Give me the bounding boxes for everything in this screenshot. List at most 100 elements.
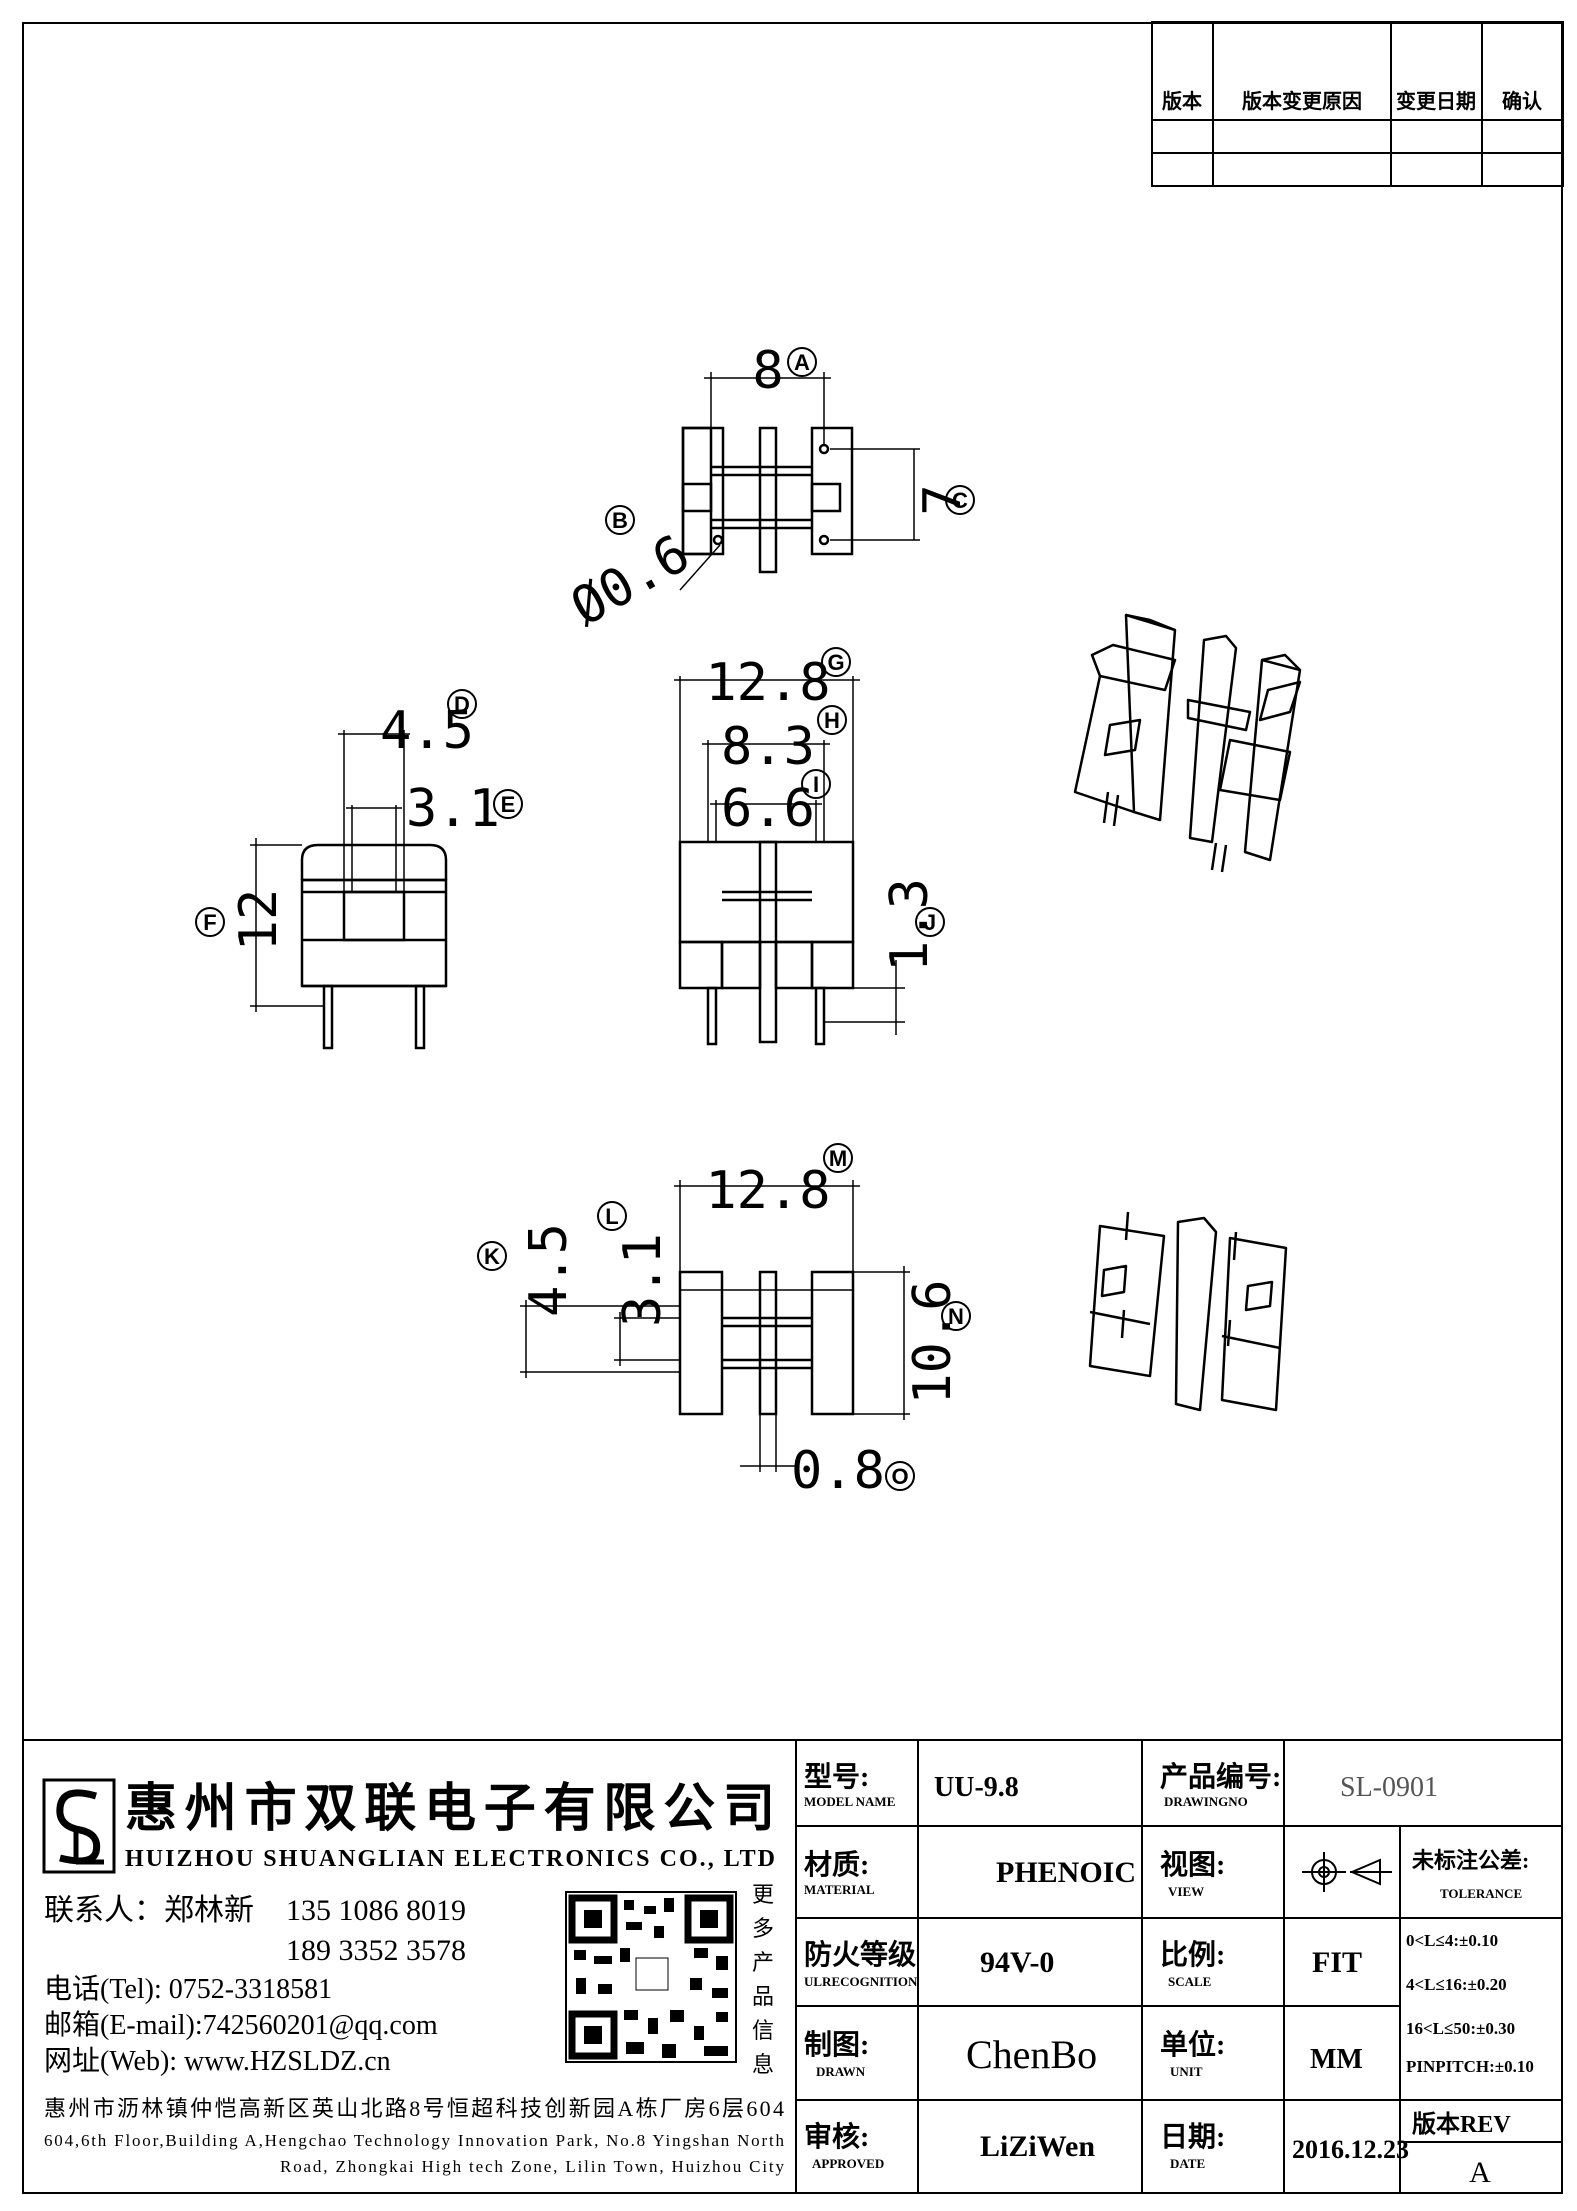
rev-header-confirm: 确认 — [1502, 89, 1543, 113]
address-en-2: Road, Zhongkai High tech Zone, Lilin Tow… — [280, 2157, 785, 2176]
dim-e-value: 3.1 — [406, 779, 500, 839]
unit-sublabel: UNIT — [1170, 2064, 1203, 2079]
drawn-value: ChenBo — [966, 2032, 1097, 2077]
dim-h-balloon — [817, 705, 847, 735]
dim-k-balloon — [477, 1241, 507, 1271]
dim-k-ref: K — [484, 1244, 500, 1269]
approved-sublabel: APPROVED — [812, 2156, 884, 2171]
drawing-no-label: 产品编号: — [1160, 1760, 1281, 1793]
dim-j-value: 1.3 — [880, 878, 940, 972]
drawing-no-value: SL-0901 — [1340, 1772, 1438, 1803]
svg-text:息: 息 — [752, 2052, 774, 2077]
svg-text:品: 品 — [752, 1984, 774, 2009]
contact-tel: 电话(Tel): 0752-3318581 — [44, 1973, 332, 2005]
svg-text:更: 更 — [752, 1882, 774, 1907]
dim-l-value: 3.1 — [613, 1233, 673, 1327]
isometric-view-top — [1073, 613, 1302, 873]
qr-code — [565, 1891, 737, 2063]
dim-n-value: 10.6 — [903, 1279, 963, 1404]
drawing-no-sublabel: DRAWINGNO — [1164, 1794, 1248, 1809]
address-cn: 惠州市沥林镇仲恺高新区英山北路8号恒超科技创新园A栋厂房6层604 — [44, 2096, 784, 2121]
dim-l-ref: L — [605, 1204, 618, 1229]
dim-i-balloon — [801, 769, 831, 799]
contact-phone-1: 135 1086 8019 — [286, 1894, 466, 1927]
drawn-sublabel: DRAWN — [816, 2064, 866, 2079]
dim-a-value: 8 — [752, 341, 783, 401]
dim-e-ref: E — [501, 792, 516, 817]
material-value: PHENOIC — [996, 1856, 1136, 1889]
dim-k-value: 4.5 — [519, 1223, 579, 1317]
projection-symbol — [1302, 1852, 1392, 1892]
scale-value: FIT — [1312, 1946, 1362, 1979]
isometric-view-bottom — [1088, 1211, 1288, 1412]
dim-a-ref: A — [794, 350, 810, 375]
tolerance-row-2: 4<L≤16:±0.20 — [1406, 1975, 1507, 1994]
fire-rating-sublabel: ULRECOGNITION — [804, 1974, 918, 1989]
dim-j-ref: J — [924, 910, 936, 935]
top-view — [679, 372, 920, 591]
side-view — [250, 730, 448, 1050]
scale-label: 比例: — [1160, 1939, 1225, 1971]
date-sublabel: DATE — [1170, 2156, 1205, 2171]
revision-label: 版本REV — [1412, 2111, 1511, 2138]
dim-c-ref: C — [952, 488, 968, 513]
date-value: 2016.12.23 — [1292, 2135, 1409, 2164]
dim-b-balloon — [605, 505, 635, 535]
model-value: UU-9.8 — [934, 1772, 1019, 1803]
contact-person: 联系人：郑林新 — [44, 1894, 254, 1927]
dim-c-value: 7 — [913, 484, 973, 515]
dim-b-ref: B — [612, 508, 628, 533]
dim-a-balloon — [787, 347, 817, 377]
view-sublabel: VIEW — [1168, 1884, 1204, 1899]
svg-text:多: 多 — [752, 1916, 774, 1941]
dim-e-balloon — [493, 789, 523, 819]
bottom-view — [520, 1180, 910, 1472]
dim-n-balloon — [941, 1301, 971, 1331]
approved-value: LiZiWen — [980, 2130, 1095, 2163]
company-logo — [42, 1778, 116, 1874]
dim-c-balloon — [945, 485, 975, 515]
unit-value: MM — [1310, 2044, 1363, 2075]
dim-g-balloon — [821, 647, 851, 677]
dim-h-ref: H — [824, 708, 840, 733]
dim-o-ref: O — [891, 1464, 908, 1489]
dim-j-balloon — [915, 907, 945, 937]
svg-text:产: 产 — [752, 1950, 774, 1975]
title-block-grid — [795, 1740, 1563, 2194]
company-name-en: HUIZHOU SHUANGLIAN ELECTRONICS CO., LTD — [125, 1846, 775, 1872]
revision-value: A — [1469, 2156, 1491, 2189]
contact-phone-2: 189 3352 3578 — [286, 1934, 466, 1967]
dim-h-value: 8.3 — [721, 717, 815, 777]
view-label: 视图: — [1160, 1849, 1225, 1881]
rev-header-version: 版本 — [1162, 89, 1202, 113]
dim-o-balloon — [885, 1461, 915, 1491]
dim-i-ref: I — [813, 772, 819, 797]
rev-header-date: 变更日期 — [1396, 89, 1476, 113]
tolerance-row-4: PINPITCH:±0.10 — [1406, 2057, 1534, 2076]
dim-f-ref: F — [203, 910, 216, 935]
contact-website: 网址(Web): www.HZSLDZ.cn — [44, 2045, 391, 2077]
dim-m-balloon — [823, 1143, 853, 1173]
revision-table — [1151, 21, 1564, 187]
dim-d-value: 4.5 — [380, 701, 474, 761]
tolerance-label: 未标注公差: — [1412, 1848, 1529, 1873]
fire-rating-value: 94V-0 — [980, 1946, 1054, 1979]
front-view — [674, 676, 905, 1046]
dim-g-ref: G — [827, 650, 844, 675]
approved-label: 审核: — [804, 2120, 869, 2153]
dim-l-balloon — [597, 1201, 627, 1231]
dim-o-value: 0.8 — [791, 1441, 885, 1501]
tolerance-row-3: 16<L≤50:±0.30 — [1406, 2019, 1515, 2038]
dim-f-value: 12 — [229, 889, 289, 952]
company-name-cn: 惠州市双联电子有限公司 — [125, 1780, 775, 1838]
svg-text:信: 信 — [752, 2018, 774, 2043]
dim-n-ref: N — [948, 1304, 964, 1329]
material-sublabel: MATERIAL — [804, 1882, 875, 1897]
dim-d-balloon — [447, 689, 477, 719]
fire-rating-label: 防火等级 — [804, 1938, 916, 1971]
dim-f-balloon — [195, 907, 225, 937]
dim-m-ref: M — [829, 1146, 847, 1171]
date-label: 日期: — [1160, 2121, 1225, 2153]
drawn-label: 制图: — [804, 2029, 869, 2061]
